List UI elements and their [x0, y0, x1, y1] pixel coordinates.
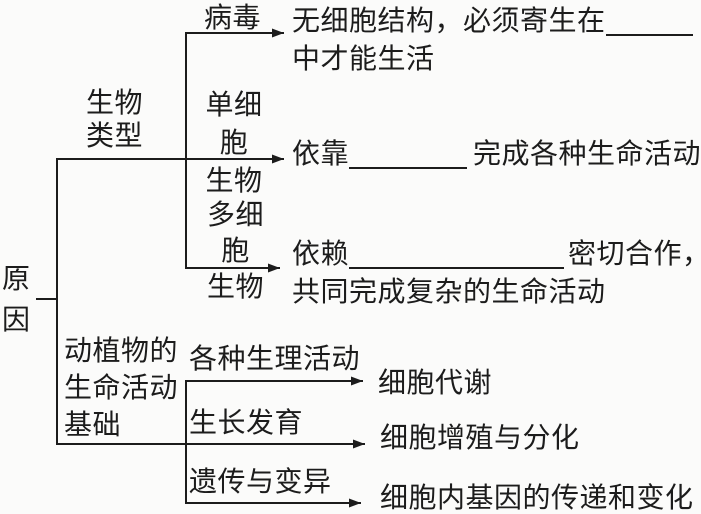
root-label: 原 因	[2, 264, 31, 336]
branch-life-basis-label: 动植物的 生命活动 基础	[64, 336, 179, 441]
multicellular-desc-after: 密切合作，	[568, 239, 701, 270]
physiology-result: 细胞代谢	[378, 368, 493, 399]
growth-label: 生长发育	[189, 408, 304, 439]
growth-result: 细胞增殖与分化	[380, 423, 580, 454]
multicellular-description: 依赖 密切合作， 共同完成复杂的生命活动	[292, 236, 701, 312]
unicellular-description: 依靠 完成各种生命活动	[292, 141, 701, 169]
branch-bio-type-label: 生物 类型	[86, 88, 144, 152]
multicellular-fill-in-blank	[349, 267, 565, 269]
virus-desc-line2: 中才能生活	[292, 44, 435, 75]
heredity-label: 遗传与变异	[189, 467, 332, 498]
multicellular-label: 多细胞 生物	[206, 200, 264, 303]
multicellular-desc-line2: 共同完成复杂的生命活动	[292, 277, 606, 308]
virus-fill-in-blank	[605, 34, 693, 36]
physiology-label: 各种生理活动	[189, 344, 361, 375]
virus-description: 无细胞结构，必须寄生在中才能生活	[292, 3, 693, 79]
unicellular-label: 单细胞 生物	[205, 90, 263, 197]
unicellular-desc-after: 完成各种生命活动	[473, 139, 701, 170]
heredity-result: 细胞内基因的传递和变化	[380, 483, 694, 514]
virus-label: 病毒	[204, 3, 262, 34]
virus-desc-text: 无细胞结构，必须寄生在	[292, 6, 606, 37]
unicellular-fill-in-blank	[349, 167, 468, 169]
unicellular-desc-text: 依靠	[292, 139, 350, 170]
multicellular-desc-text: 依赖	[292, 239, 350, 270]
